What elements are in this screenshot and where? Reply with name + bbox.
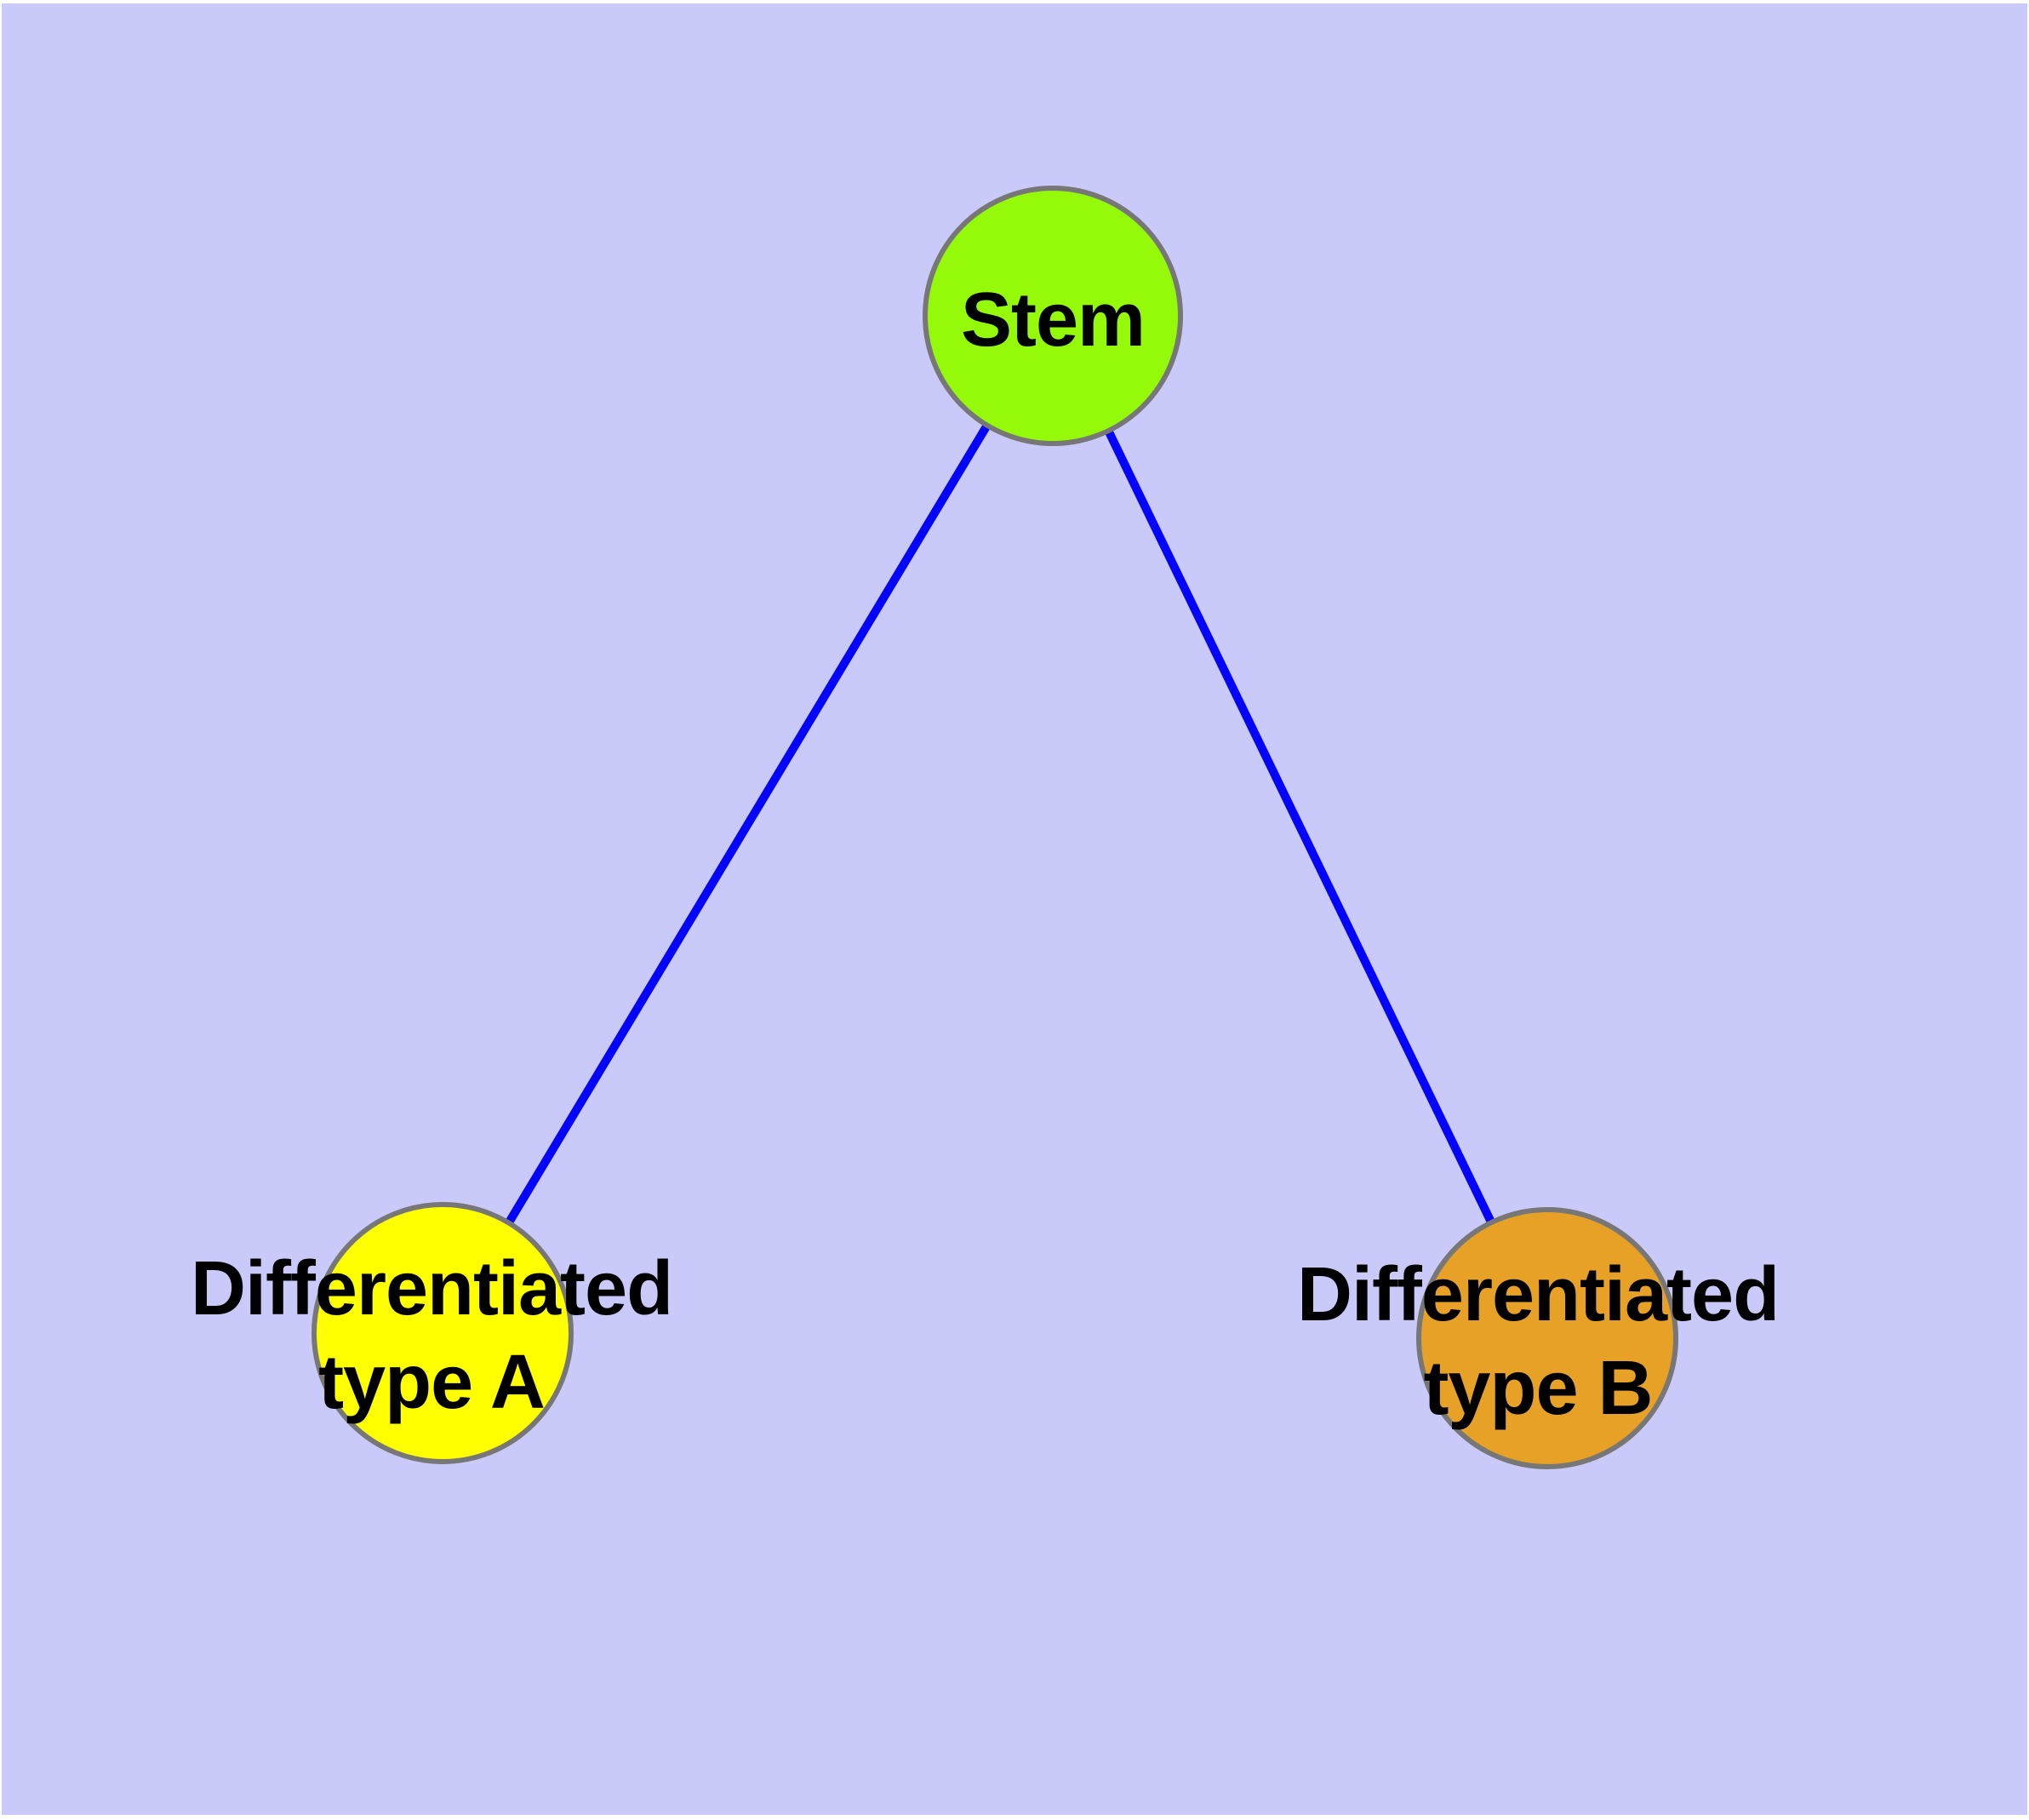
node-diff-a-circle: [311, 1202, 574, 1464]
edge-stem-to-diff-a: [438, 313, 1057, 1336]
node-stem-circle: [923, 186, 1183, 446]
node-diff-b-circle: [1416, 1207, 1678, 1469]
edge-stem-to-diff-b: [1049, 313, 1552, 1341]
